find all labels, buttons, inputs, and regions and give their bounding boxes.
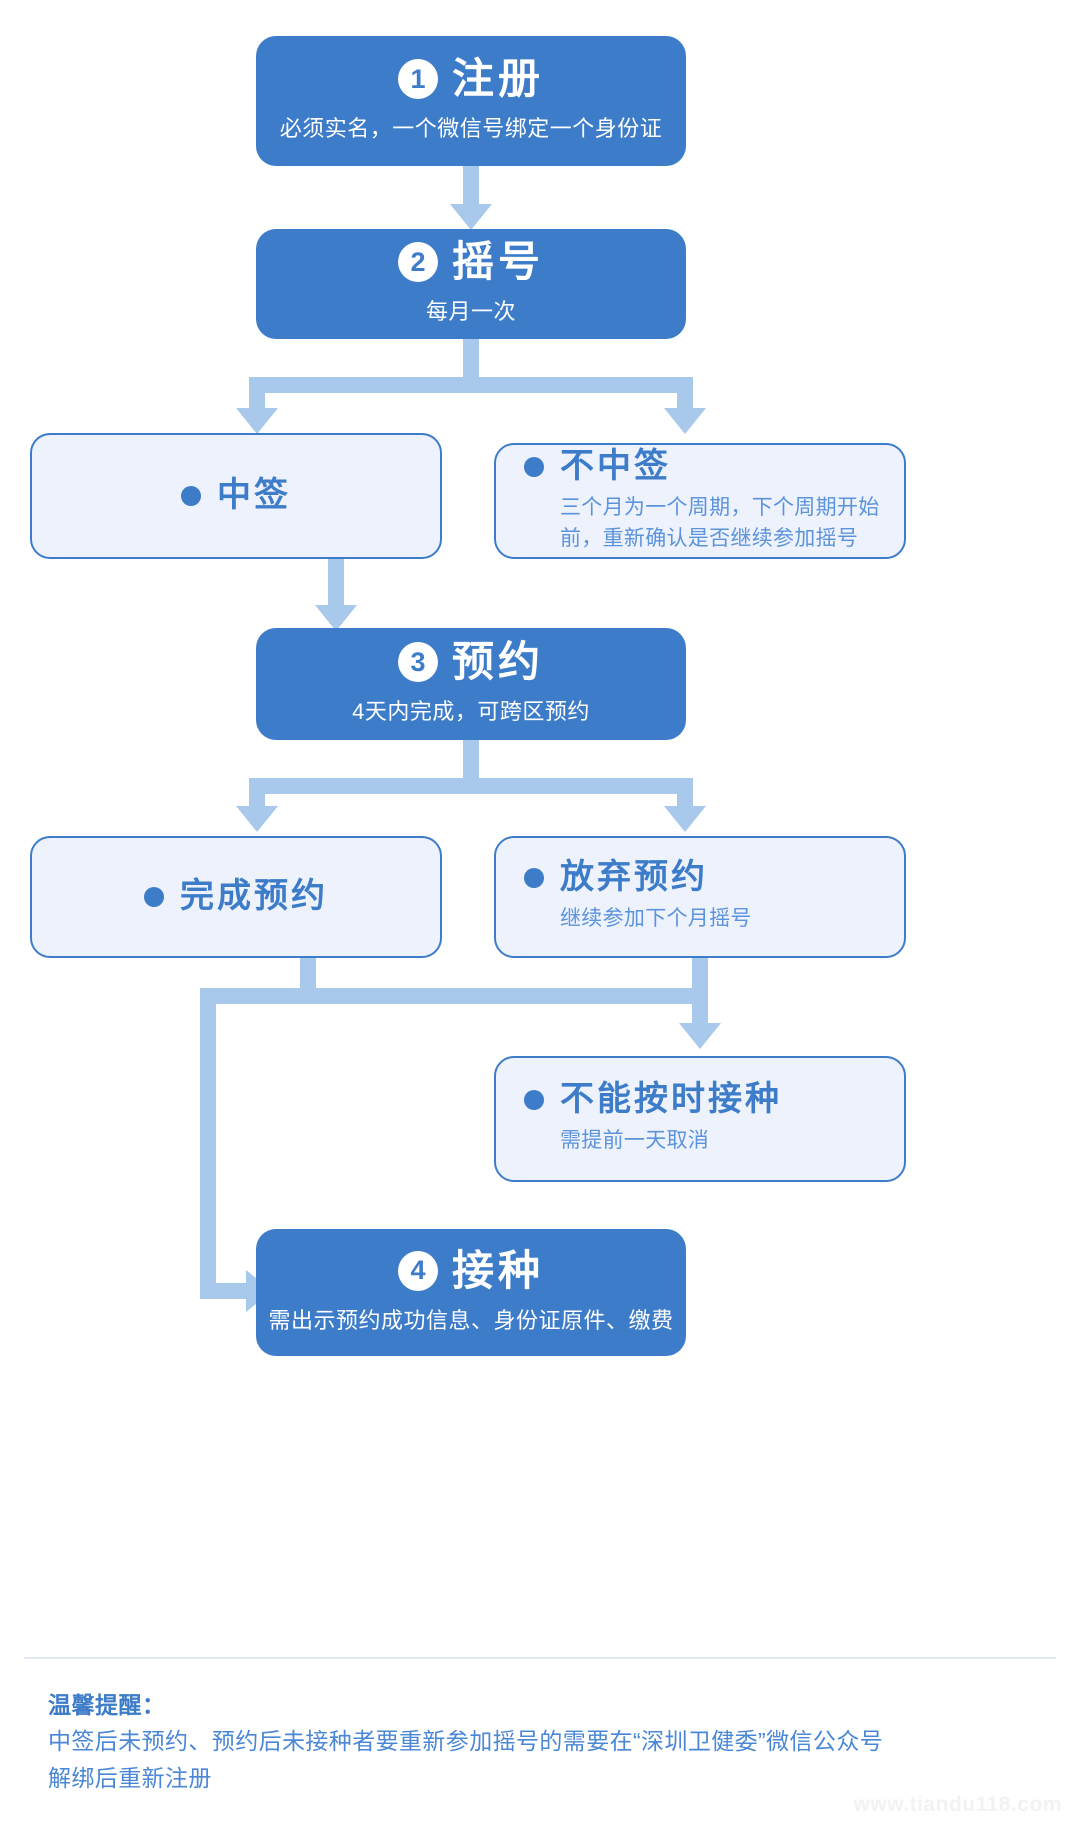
booked-title: 完成预约 [180, 877, 328, 916]
connector-won-to-booking-arrow [315, 605, 357, 631]
node-step-lottery[interactable]: 2 摇号 每月一次 [256, 229, 686, 339]
connector-booking-left-drop [249, 778, 265, 814]
cannot-attend-inner: 不能按时接种 需提前一天取消 [496, 1080, 904, 1157]
cannot-attend-description: 需提前一天取消 [560, 1129, 710, 1153]
booking-subtitle: 4天内完成，可跨区预约 [352, 699, 590, 725]
connector-booking-right-drop [677, 778, 693, 814]
node-outcome-cannot-attend[interactable]: 不能按时接种 需提前一天取消 [494, 1056, 906, 1182]
step-number-badge-4: 4 [397, 1250, 438, 1291]
not-won-inner: 不中签 三个月为一个周期，下个周期开始 前，重新确认是否继续参加摇号 [496, 446, 904, 554]
won-title-row: 中签 [181, 476, 291, 515]
node-step-register[interactable]: 1 注册 必须实名，一个微信号绑定一个身份证 [256, 36, 686, 166]
cannot-attend-title-row: 不能按时接种 [524, 1080, 904, 1119]
connector-booking-left-arrow [236, 806, 278, 832]
not-won-title: 不中签 [560, 446, 671, 485]
connector-booking-branch-bar [249, 778, 693, 794]
not-won-desc-line-1: 三个月为一个周期，下个周期开始 [560, 496, 880, 520]
connector-booked-horizontal [200, 988, 708, 1004]
not-won-title-row: 不中签 [524, 446, 904, 485]
connector-lottery-right-arrow [664, 408, 706, 434]
cancel-booking-inner: 放弃预约 继续参加下个月摇号 [496, 858, 904, 935]
vaccination-title: 接种 [451, 1246, 544, 1294]
connector-lottery-left-arrow [236, 408, 278, 434]
cancel-booking-title-row: 放弃预约 [524, 858, 904, 897]
cancel-booking-description: 继续参加下个月摇号 [560, 907, 752, 931]
vaccination-title-row: 4 接种 [397, 1246, 544, 1294]
register-title: 注册 [451, 55, 544, 103]
node-outcome-cancel-booking[interactable]: 放弃预约 继续参加下个月摇号 [494, 836, 906, 958]
connector-lottery-branch-bar [249, 377, 693, 393]
register-subtitle: 必须实名，一个微信号绑定一个身份证 [279, 116, 663, 142]
node-step-vaccination[interactable]: 4 接种 需出示预约成功信息、身份证原件、缴费 [256, 1229, 686, 1356]
node-outcome-not-won[interactable]: 不中签 三个月为一个周期，下个周期开始 前，重新确认是否继续参加摇号 [494, 443, 906, 559]
connector-register-to-lottery-arrow [450, 204, 492, 230]
connector-won-to-booking-line [328, 559, 344, 609]
booking-title-row: 3 预约 [397, 638, 544, 686]
lottery-title-row: 2 摇号 [397, 238, 544, 286]
node-outcome-won[interactable]: 中签 [30, 433, 442, 559]
connector-lottery-right-drop [677, 377, 693, 415]
connector-booking-stem [463, 740, 479, 778]
connector-booking-right-arrow [664, 806, 706, 832]
cannot-attend-title: 不能按时接种 [560, 1080, 782, 1119]
cancel-booking-title: 放弃预约 [560, 858, 708, 897]
connector-booked-long-vertical [200, 988, 216, 1299]
not-won-description: 三个月为一个周期，下个周期开始 前，重新确认是否继续参加摇号 [524, 493, 904, 554]
footer-title: 温馨提醒： [48, 1692, 166, 1718]
footer-divider [24, 1657, 1056, 1659]
bullet-dot-icon [144, 886, 164, 907]
booked-inner: 完成预约 [32, 877, 440, 916]
bullet-dot-icon [181, 485, 201, 506]
connector-booked-to-vaccination-horizontal [200, 1283, 252, 1299]
connector-register-to-lottery-line [463, 166, 479, 208]
connector-lottery-left-drop [249, 377, 265, 415]
step-number-badge-1: 1 [397, 59, 438, 100]
watermark: www.tiandu118.com [853, 1793, 1062, 1816]
lottery-title: 摇号 [451, 238, 544, 286]
step-number-badge-3: 3 [397, 642, 438, 683]
bullet-dot-icon [524, 867, 544, 888]
register-title-row: 1 注册 [397, 55, 544, 103]
footer-body: 中签后未预约、预约后未接种者要重新参加摇号的需要在“深圳卫健委”微信公众号解绑后… [48, 1727, 884, 1791]
vaccination-subtitle: 需出示预约成功信息、身份证原件、缴费 [268, 1307, 674, 1333]
node-outcome-booked[interactable]: 完成预约 [30, 836, 442, 958]
connector-lottery-stem [463, 339, 479, 377]
footer-note: 温馨提醒： 中签后未预约、预约后未接种者要重新参加摇号的需要在“深圳卫健委”微信… [48, 1688, 1008, 1797]
connector-cancel-to-cannot-arrow [679, 1023, 721, 1049]
booked-title-row: 完成预约 [144, 877, 328, 916]
step-number-badge-2: 2 [397, 242, 438, 283]
node-step-booking[interactable]: 3 预约 4天内完成，可跨区预约 [256, 628, 686, 740]
booking-title: 预约 [451, 638, 544, 686]
bullet-dot-icon [524, 1089, 544, 1110]
bullet-dot-icon [524, 456, 544, 477]
won-inner: 中签 [32, 476, 440, 515]
won-title: 中签 [217, 476, 291, 515]
not-won-desc-line-2: 前，重新确认是否继续参加摇号 [560, 526, 859, 550]
lottery-subtitle: 每月一次 [425, 299, 516, 325]
